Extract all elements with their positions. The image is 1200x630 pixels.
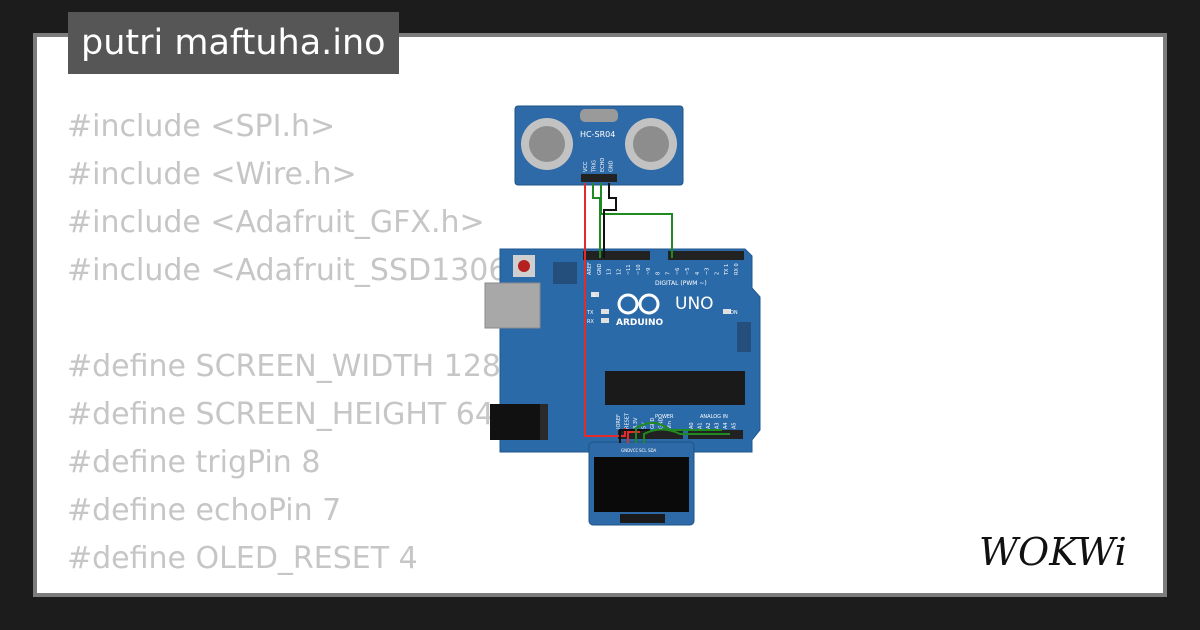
wokwi-logo: WOKWi <box>979 530 1127 574</box>
pin-label: A1 <box>698 422 704 429</box>
pin-label: TRIG <box>592 160 598 173</box>
board-brand: ARDUINO <box>616 318 664 328</box>
crystal-oscillator <box>580 109 618 122</box>
arduino-uno-board[interactable]: UNO ARDUINO DIGITAL (PWM ~) POWER ANALOG… <box>484 248 761 453</box>
analog-label: ANALOG IN <box>700 414 728 420</box>
pin-label: A3 <box>715 422 721 429</box>
code-line: #include <SPI.h> <box>67 109 336 144</box>
code-line: Adafruit_SSD1306 display(SCREEN_WIDTH, S… <box>67 583 1163 593</box>
power-label: POWER <box>655 414 674 420</box>
wire-echo <box>600 183 673 258</box>
pin-label: ~5 <box>685 268 691 275</box>
pin-label: RX 0 <box>734 263 740 275</box>
pin-label: 12 <box>616 269 622 275</box>
icsp-header <box>553 262 577 284</box>
led-on <box>723 309 731 314</box>
usb-port <box>484 282 541 329</box>
code-line: #include <Adafruit_GFX.h> <box>67 205 485 240</box>
pin-label: Vin <box>667 421 673 429</box>
pin-label: AREF <box>587 262 593 275</box>
sensor-header <box>581 174 617 182</box>
pin-label: TX 1 <box>724 264 730 276</box>
code-line: #define OLED_RESET 4 <box>67 541 418 576</box>
pin-label: ~10 <box>636 264 642 275</box>
on-label: ON <box>730 310 738 316</box>
digital-label: DIGITAL (PWM ~) <box>655 280 707 287</box>
code-preview: #include <SPI.h> #include <Wire.h> #includ… <box>67 103 1163 593</box>
circuit-diagram: UNO ARDUINO DIGITAL (PWM ~) POWER ANALOG… <box>484 105 761 526</box>
pin-label: 5V <box>642 422 648 429</box>
sensor-model: HC-SR04 <box>580 130 615 139</box>
pin-label: SCL <box>639 448 647 453</box>
pin-label: 8 <box>656 272 662 275</box>
pin-label: ~11 <box>626 264 632 275</box>
pin-label: ~9 <box>646 268 652 275</box>
power-jack <box>490 404 545 440</box>
icsp2-header <box>737 322 751 352</box>
arduino-logo-left <box>617 293 639 315</box>
pin-label: VCC <box>630 448 639 453</box>
pin-label: 2 <box>714 272 720 275</box>
pin-label: SDA <box>648 448 657 453</box>
pin-label: RESET <box>625 412 631 429</box>
code-line: #define SCREEN_HEIGHT 64 <box>67 397 494 432</box>
tx-label: TX <box>586 310 594 316</box>
pin-label: GND <box>659 417 665 429</box>
oled-screen <box>594 457 689 512</box>
wire-trig <box>592 183 601 258</box>
pin-label: GND <box>609 160 615 172</box>
pin-label: GND <box>621 448 630 453</box>
code-line: #define SCREEN_WIDTH 128 <box>67 349 502 384</box>
code-line: #define echoPin 7 <box>67 493 342 528</box>
led-rx <box>601 318 609 323</box>
microcontroller-chip <box>605 371 745 405</box>
svg-text:WOKWi: WOKWi <box>979 530 1127 574</box>
digital-header-left <box>583 251 650 260</box>
pin-label: ECHO <box>600 158 606 172</box>
wire-oled-sda <box>643 428 730 443</box>
pin-label: A4 <box>723 422 729 429</box>
pin-label: A5 <box>732 422 738 429</box>
pin-label: 4 <box>695 272 701 275</box>
arduino-logo-right <box>638 293 660 315</box>
wires <box>584 183 730 443</box>
led-tx <box>601 309 609 314</box>
wire-vcc <box>584 183 626 437</box>
l-label: L <box>593 293 596 299</box>
pin-label: 3.3V <box>633 417 639 429</box>
pin-label: 13 <box>607 269 613 275</box>
wire-oled-gnd <box>619 429 650 443</box>
power-header <box>618 430 683 439</box>
pin-label: 7 <box>665 272 671 275</box>
code-line: #define trigPin 8 <box>67 445 321 480</box>
board-name: UNO <box>675 294 714 314</box>
pin-label: A0 <box>689 422 695 429</box>
project-title: putri maftuha.ino <box>68 12 399 74</box>
pin-label: VCC <box>583 161 589 172</box>
code-line: #include <Wire.h> <box>67 157 357 192</box>
pin-label: GND <box>597 263 603 275</box>
pin-label: IOREF <box>616 414 622 429</box>
wire-gnd <box>603 183 617 258</box>
led-l <box>591 292 599 297</box>
pin-label: A2 <box>706 422 712 429</box>
digital-header-right <box>668 251 744 260</box>
rx-label: RX <box>587 319 594 325</box>
pin-label: ~3 <box>705 268 711 275</box>
pin-label: ~6 <box>675 268 681 275</box>
